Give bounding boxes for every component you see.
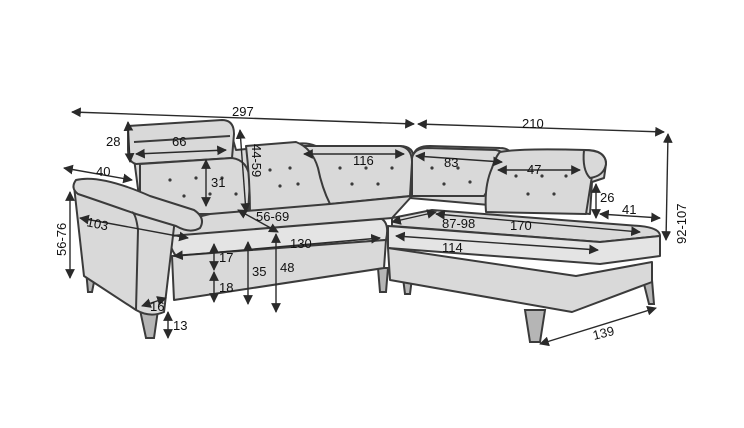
label-seat-width: 130	[290, 236, 312, 251]
label-base-height: 18	[219, 280, 233, 295]
label-chaise-seat-depth: 87-98	[442, 216, 475, 231]
dimension-labels: 297 210 92-107 28 66 44-59 31 116 83 47 …	[54, 104, 689, 343]
label-headrest-height: 28	[106, 134, 120, 149]
dim-line-headrest-width	[135, 145, 227, 159]
tufts	[168, 166, 568, 198]
label-seat-height: 48	[280, 260, 294, 275]
dim-line-chaise-seat-depth	[391, 209, 437, 225]
label-total-width: 297	[232, 104, 254, 119]
label-chaise-arm-height: 41	[622, 202, 636, 217]
dimension-lines	[63, 107, 673, 347]
label-back-cushion: 31	[211, 175, 225, 190]
label-chaise-width: 210	[522, 116, 544, 131]
dim-line-seat-depth	[237, 209, 279, 233]
dim-line-total-height	[661, 133, 673, 241]
label-total-height: 92-107	[674, 204, 689, 244]
dim-line-chaise-length	[435, 209, 641, 237]
dim-line-leg-width	[141, 296, 167, 308]
label-arm-height: 56-76	[54, 223, 69, 256]
chaise-base	[387, 247, 653, 313]
dim-line-headrest-adjust	[235, 129, 251, 213]
label-leg-height: 13	[173, 318, 187, 333]
label-chaise-depth: 139	[591, 323, 616, 343]
label-headrest-width: 66	[172, 134, 186, 149]
label-seat-height-mid: 35	[252, 264, 266, 279]
leg-middle	[376, 267, 390, 293]
label-seat-depth: 56-69	[256, 209, 289, 224]
chaise-headrest-roll	[582, 149, 607, 179]
leg-chaise-front	[523, 309, 547, 343]
dim-line-armrest-depth	[63, 164, 133, 184]
label-seat-cushion: 17	[219, 250, 233, 265]
label-backrest-width: 116	[353, 153, 374, 168]
label-headrest-adjust: 44-59	[249, 144, 264, 177]
dim-line-armrest-length	[79, 214, 189, 242]
label-chaise-headrest: 47	[527, 162, 541, 177]
label-chaise-seat-width: 114	[442, 240, 463, 255]
label-armrest-depth: 40	[96, 164, 110, 179]
label-corner-backrest: 83	[444, 155, 458, 170]
label-armrest-length: 103	[85, 214, 109, 233]
dim-line-total-width	[71, 107, 415, 129]
label-chaise-length: 170	[510, 218, 532, 233]
label-chaise-headrest-height: 26	[600, 190, 614, 205]
label-leg-width: 16	[150, 299, 164, 314]
dim-line-corner-backrest	[415, 151, 503, 167]
dim-line-chaise-seat-width	[395, 231, 599, 255]
dim-line-headrest-height	[123, 121, 135, 163]
dim-line-chaise-depth	[539, 305, 657, 347]
dim-line-chaise-width	[417, 119, 665, 137]
